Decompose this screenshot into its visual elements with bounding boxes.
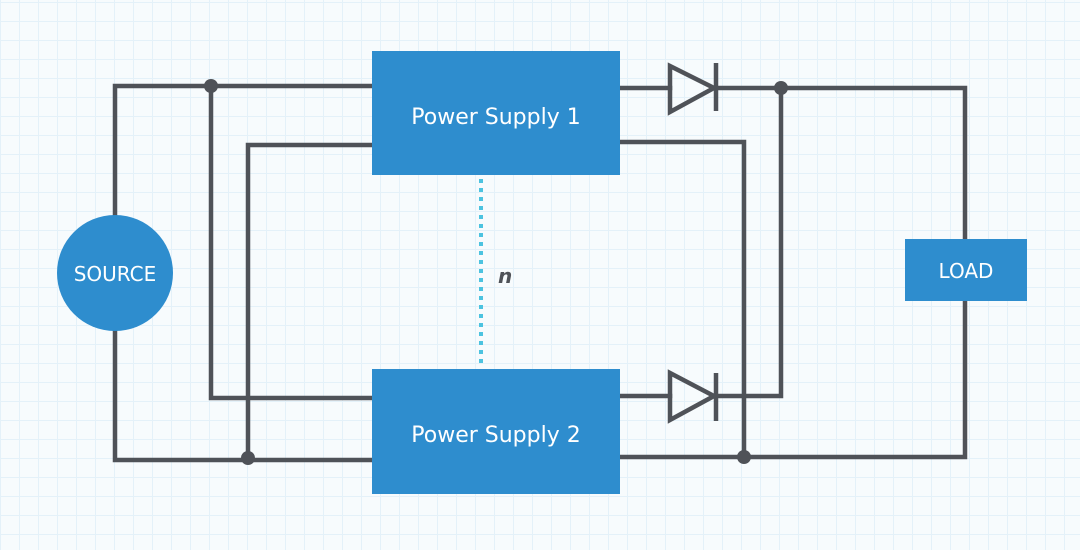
wire-node-diode2-link: [713, 85, 784, 399]
wire-source-to-ps1: [112, 83, 375, 218]
diode-1-triangle: [667, 62, 719, 116]
power-supply-1-box[interactable]: [372, 51, 620, 175]
wire-ps2-to-load: [617, 298, 968, 460]
wires: [112, 83, 968, 463]
wire-source-to-ps2: [112, 328, 375, 463]
wire-diode1-to-load: [713, 85, 968, 242]
junction-node: [204, 79, 218, 93]
power-supply-2-label: Power Supply 2: [411, 423, 580, 448]
wire-ps1-return: [617, 139, 747, 460]
load-node[interactable]: LOAD: [905, 239, 1027, 301]
power-supply-2[interactable]: Power Supply 2: [372, 369, 620, 494]
power-supply-2-box[interactable]: [372, 369, 620, 494]
power-supply-1[interactable]: Power Supply 1: [372, 51, 620, 175]
diode-1: [667, 62, 719, 116]
diode-2: [667, 369, 719, 424]
junction-node: [737, 450, 751, 464]
junction-node: [774, 81, 788, 95]
load-box[interactable]: [905, 239, 1027, 301]
load-label: LOAD: [939, 259, 994, 283]
source-node[interactable]: SOURCE: [57, 215, 173, 331]
power-supply-1-label: Power Supply 1: [411, 105, 580, 130]
redundancy-label: n: [498, 264, 512, 288]
wire-node-to-ps2-upper: [208, 83, 375, 401]
source-circle[interactable]: [57, 215, 173, 331]
wire-ps1-lower-input: [245, 142, 375, 461]
junction-node: [241, 451, 255, 465]
source-label: SOURCE: [74, 262, 157, 286]
diode-2-triangle: [667, 369, 719, 424]
